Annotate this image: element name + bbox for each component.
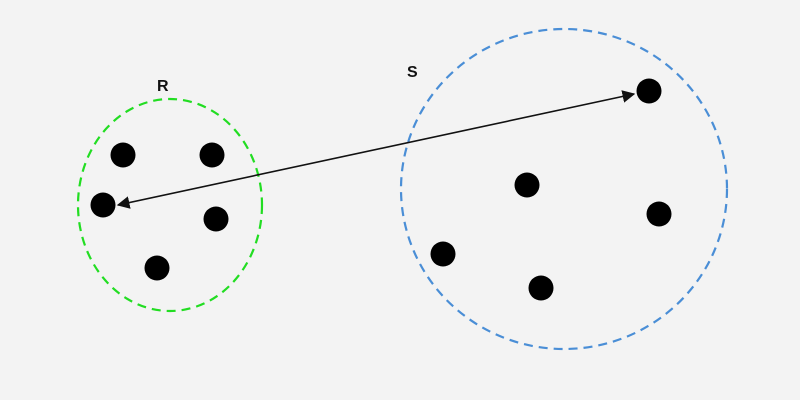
cluster-r-point-3 — [90, 192, 116, 218]
cluster-s-boundary — [399, 27, 729, 351]
cluster-s-label: S — [407, 64, 418, 81]
cluster-r-point-2 — [199, 142, 225, 168]
cluster-r-point-4 — [203, 206, 229, 232]
cluster-s-point-5 — [528, 275, 554, 301]
cluster-s-point-1 — [636, 78, 662, 104]
cluster-r-points — [90, 142, 229, 281]
cluster-s: S — [399, 27, 729, 351]
cluster-s-point-2 — [514, 172, 540, 198]
cluster-r-point-5 — [144, 255, 170, 281]
cluster-s-point-4 — [430, 241, 456, 267]
distance-arrow — [116, 90, 636, 209]
cluster-s-point-3 — [646, 201, 672, 227]
cluster-r-label: R — [157, 78, 169, 95]
cluster-r-point-1 — [110, 142, 136, 168]
